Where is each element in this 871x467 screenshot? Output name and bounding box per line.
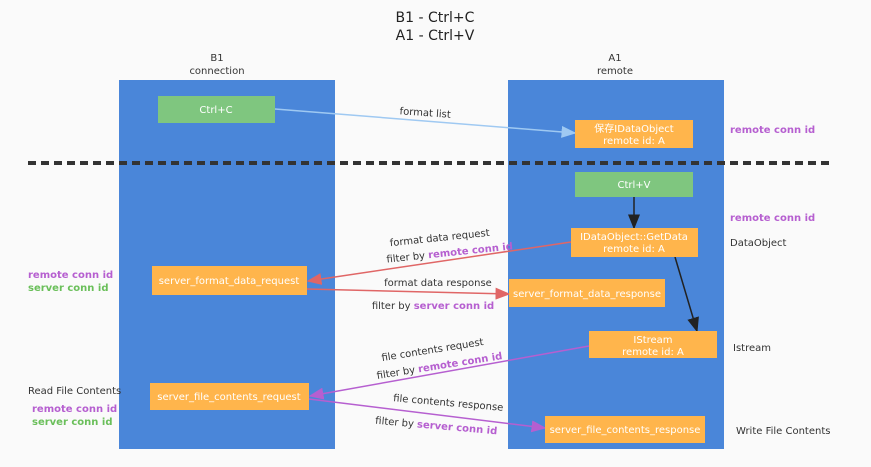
side-remote-conn-id-1: remote conn id: [730, 125, 815, 136]
label-format-list: format list: [399, 106, 451, 121]
side-remote-conn-id-2: remote conn id: [730, 213, 815, 224]
svg-text:server_file_contents_response: server_file_contents_response: [550, 425, 701, 436]
svg-text:remote id: A: remote id: A: [622, 347, 684, 358]
svg-text:remote id: A: remote id: A: [603, 136, 665, 147]
node-istream: IStream remote id: A: [589, 331, 717, 358]
lane-a1-sub: remote: [597, 66, 633, 77]
title-line-2: A1 - Ctrl+V: [396, 28, 475, 44]
svg-text:Ctrl+V: Ctrl+V: [617, 180, 650, 191]
node-ctrl-c: Ctrl+C: [158, 96, 275, 123]
node-server-format-data-response: server_format_data_response: [509, 279, 665, 307]
side-dataobject: DataObject: [730, 238, 787, 249]
edge-format-data-response: [306, 287, 511, 300]
node-getdata: IDataObject::GetData remote id: A: [571, 228, 698, 257]
svg-text:remote id: A: remote id: A: [603, 244, 665, 255]
edge-getdata-istream: [674, 256, 699, 333]
node-save-dataobject: 保存IDataObject remote id: A: [575, 120, 693, 148]
node-server-file-contents-request: server_file_contents_request: [150, 383, 309, 410]
side-read-file-contents: Read File Contents: [28, 386, 121, 397]
side-left-remote-conn-id-1: remote conn id: [28, 270, 113, 281]
node-server-format-data-request: server_format_data_request: [152, 266, 307, 295]
side-left-remote-conn-id-2: remote conn id: [32, 404, 117, 415]
svg-text:server_file_contents_request: server_file_contents_request: [157, 392, 300, 403]
svg-text:server_format_data_response: server_format_data_response: [513, 289, 661, 300]
side-write-file-contents: Write File Contents: [736, 426, 830, 437]
svg-text:IStream: IStream: [633, 335, 672, 346]
label-filter-server-1: filter by server conn id: [372, 301, 494, 312]
svg-text:server_format_data_request: server_format_data_request: [159, 276, 300, 287]
side-istream: Istream: [733, 343, 771, 354]
edge-format-list: [274, 108, 577, 138]
lane-b1-sub: connection: [189, 66, 244, 77]
edge-format-data-request: [306, 241, 572, 285]
svg-text:IDataObject::GetData: IDataObject::GetData: [580, 232, 688, 243]
edge-file-contents-response: [308, 398, 547, 433]
side-left-server-conn-id-1: server conn id: [28, 283, 108, 294]
lane-b1-name: B1: [210, 53, 223, 64]
svg-text:保存IDataObject: 保存IDataObject: [594, 122, 673, 135]
node-ctrl-v: Ctrl+V: [575, 172, 693, 197]
label-format-data-response: format data response: [384, 278, 492, 289]
lane-a1-name: A1: [608, 53, 621, 64]
edge-file-contents-request: [308, 345, 590, 400]
node-server-file-contents-response: server_file_contents_response: [545, 416, 705, 443]
svg-text:Ctrl+C: Ctrl+C: [199, 105, 232, 116]
label-filter-server-2: filter by server conn id: [375, 416, 498, 438]
side-left-server-conn-id-2: server conn id: [32, 417, 112, 428]
title-line-1: B1 - Ctrl+C: [396, 10, 475, 26]
